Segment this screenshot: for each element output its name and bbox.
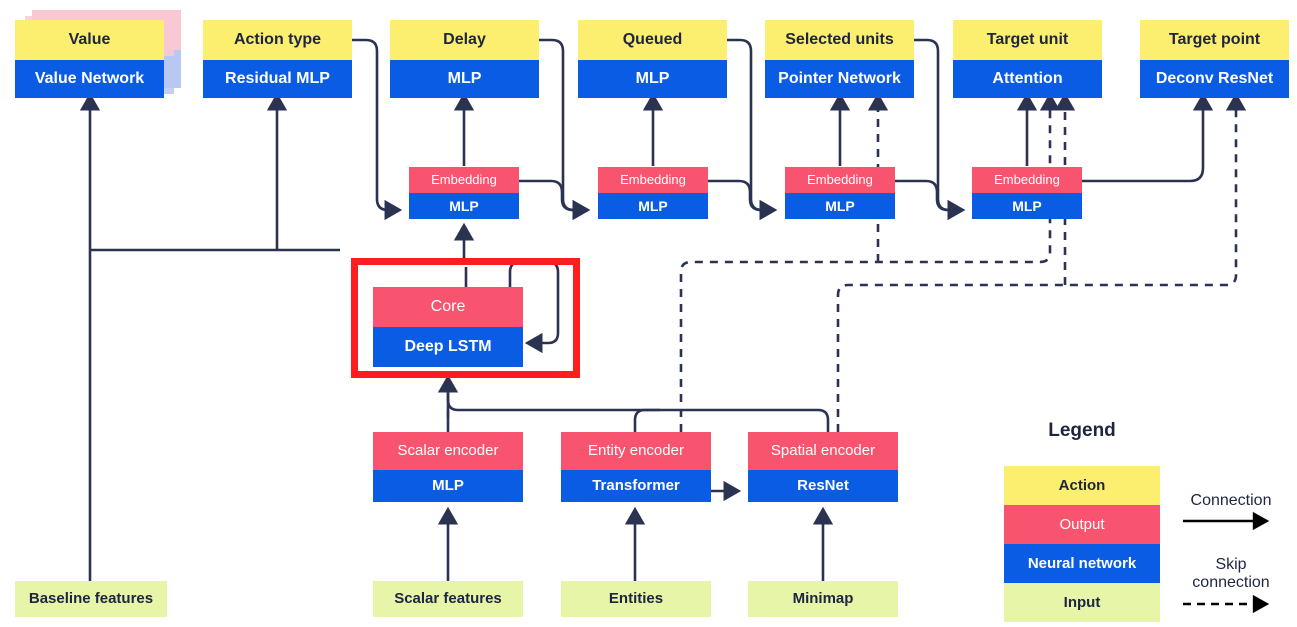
legend-title: Legend	[1048, 420, 1116, 441]
wire-embedding1-chain	[519, 179, 591, 221]
embedding-4[interactable]: Embedding MLP	[972, 167, 1082, 219]
skip-spatial-to-target-point	[836, 92, 1247, 432]
embedding-1-output: Embedding	[409, 167, 519, 193]
skip-entity-to-selected-units	[679, 92, 1061, 432]
wire-embedding4-to-targetpoint	[1082, 92, 1214, 183]
head-queued[interactable]: Queued MLP	[578, 20, 727, 98]
core-highlight-box	[351, 258, 580, 378]
encoder-scalar-network: MLP	[373, 470, 523, 502]
head-delay-network: MLP	[390, 60, 539, 98]
embedding-3[interactable]: Embedding MLP	[785, 167, 895, 219]
wire-actiontype-to-embedding1	[352, 38, 403, 221]
wire-embedding2-chain	[708, 179, 778, 221]
head-selected-units-network: Pointer Network	[765, 60, 914, 98]
head-value-action: Value	[15, 20, 164, 60]
head-target-unit-network: Attention	[953, 60, 1102, 98]
input-baseline-features[interactable]: Baseline features	[15, 581, 167, 617]
head-delay[interactable]: Delay MLP	[390, 20, 539, 98]
head-value-network: Value Network	[15, 60, 164, 98]
core-module[interactable]: Core Deep LSTM	[373, 287, 523, 367]
input-entities-label: Entities	[561, 581, 711, 617]
head-target-unit-action: Target unit	[953, 20, 1102, 60]
input-scalar-features-label: Scalar features	[373, 581, 523, 617]
embedding-1[interactable]: Embedding MLP	[409, 167, 519, 219]
legend-swatch-action: Action	[1004, 466, 1160, 505]
embedding-4-network: MLP	[972, 193, 1082, 219]
encoder-entity[interactable]: Entity encoder Transformer	[561, 432, 711, 502]
head-queued-network: MLP	[578, 60, 727, 98]
encoder-spatial-output: Spatial encoder	[748, 432, 898, 470]
head-action-type[interactable]: Action type Residual MLP	[203, 20, 352, 98]
embedding-4-output: Embedding	[972, 167, 1082, 193]
core-output: Core	[373, 287, 523, 327]
embedding-2-network: MLP	[598, 193, 708, 219]
encoder-spatial-network: ResNet	[748, 470, 898, 502]
head-selected-units[interactable]: Selected units Pointer Network	[765, 20, 914, 98]
encoder-scalar-output: Scalar encoder	[373, 432, 523, 470]
wire-embedding3-chain	[895, 179, 966, 221]
embedding-2[interactable]: Embedding MLP	[598, 167, 708, 219]
legend-swatch-neural-network: Neural network	[1004, 544, 1160, 583]
head-delay-action: Delay	[390, 20, 539, 60]
embedding-1-network: MLP	[409, 193, 519, 219]
input-minimap-label: Minimap	[748, 581, 898, 617]
legend-skip-label: Skip connection	[1192, 556, 1270, 592]
input-entities[interactable]: Entities	[561, 581, 711, 617]
embedding-3-network: MLP	[785, 193, 895, 219]
head-target-point[interactable]: Target point Deconv ResNet	[1140, 20, 1289, 98]
encoder-entity-network: Transformer	[561, 470, 711, 502]
head-value[interactable]: Value Value Network	[15, 20, 164, 98]
legend-connection-label: Connection	[1190, 492, 1272, 509]
head-target-point-action: Target point	[1140, 20, 1289, 60]
head-action-type-action: Action type	[203, 20, 352, 60]
encoder-spatial[interactable]: Spatial encoder ResNet	[748, 432, 898, 502]
legend-swatches: Action Output Neural network Input	[1004, 466, 1160, 622]
embedding-3-output: Embedding	[785, 167, 895, 193]
head-selected-units-action: Selected units	[765, 20, 914, 60]
encoder-entity-output: Entity encoder	[561, 432, 711, 470]
legend-swatch-output: Output	[1004, 505, 1160, 544]
head-queued-action: Queued	[578, 20, 727, 60]
input-scalar-features[interactable]: Scalar features	[373, 581, 523, 617]
input-minimap[interactable]: Minimap	[748, 581, 898, 617]
head-action-type-network: Residual MLP	[203, 60, 352, 98]
wire-encoder-bus-entity	[633, 408, 660, 432]
embedding-2-output: Embedding	[598, 167, 708, 193]
input-baseline-features-label: Baseline features	[15, 581, 167, 617]
legend-swatch-input: Input	[1004, 583, 1160, 622]
head-target-point-network: Deconv ResNet	[1140, 60, 1289, 98]
head-target-unit[interactable]: Target unit Attention	[953, 20, 1102, 98]
wire-encoder-bus-spatial	[446, 392, 830, 432]
encoder-scalar[interactable]: Scalar encoder MLP	[373, 432, 523, 502]
core-network: Deep LSTM	[373, 327, 523, 367]
